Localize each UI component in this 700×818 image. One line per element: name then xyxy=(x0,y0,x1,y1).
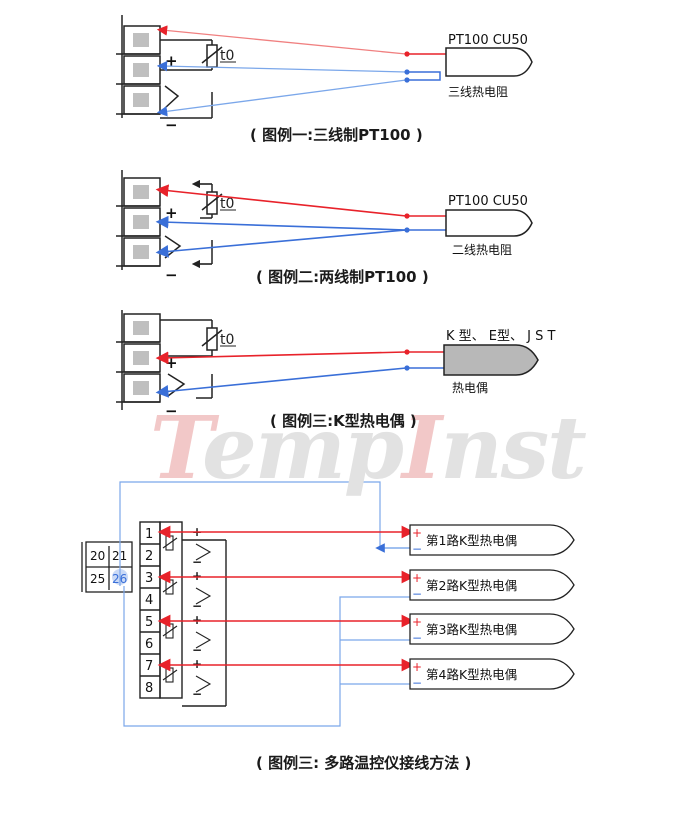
sensor-dot-blue xyxy=(404,365,410,371)
figure-1-caption: ( 图例一:三线制PT100 ) xyxy=(250,126,423,144)
terminal-number: 2 xyxy=(145,549,153,564)
figure-1-three-wire-pt100: t0 + − xyxy=(116,15,533,134)
plus-sign: + xyxy=(192,569,202,583)
thermocouple-probe-1 xyxy=(409,524,575,556)
plus-sign: + xyxy=(165,52,178,70)
brand-watermark: TempInst xyxy=(150,398,587,499)
figure-4-multichannel: 20 21 25 26 xyxy=(81,481,575,727)
probe-plus: + xyxy=(412,526,422,540)
terminal-number: 1 xyxy=(145,527,153,542)
plus-sign: + xyxy=(192,613,202,627)
probe-plus: + xyxy=(412,571,422,585)
t0-label: t0 xyxy=(220,196,234,212)
sensor-dot-blue xyxy=(404,69,410,75)
sensor-dot-blue xyxy=(404,227,410,233)
sensor-type-label: PT100 CU50 xyxy=(448,194,528,209)
minus-sign: − xyxy=(165,266,178,284)
sensor-name-label: 三线热电阻 xyxy=(448,85,508,99)
probe-plus: + xyxy=(412,660,422,674)
probe-minus: − xyxy=(412,676,422,690)
sensor-dot-blue xyxy=(404,77,410,83)
plus-sign: + xyxy=(192,657,202,671)
figure-3-caption: ( 图例三:K型热电偶 ) xyxy=(270,412,417,430)
probe-minus: − xyxy=(412,542,422,556)
t0-label: t0 xyxy=(220,332,234,348)
terminal-screw xyxy=(133,63,149,77)
thermocouple-probe-4 xyxy=(409,658,575,690)
sensor-dot-red xyxy=(404,213,410,219)
terminal-number: 5 xyxy=(145,615,153,630)
minus-sign: − xyxy=(165,402,178,420)
minus-sign: − xyxy=(192,599,202,613)
main-terminal-block xyxy=(139,521,227,707)
terminal-number: 8 xyxy=(145,681,153,696)
terminal-number: 6 xyxy=(145,637,153,652)
plus-sign: + xyxy=(165,354,178,372)
sensor-type-label: PT100 CU50 xyxy=(448,33,528,48)
channel-shield-wires xyxy=(119,481,410,727)
thermocouple-probe-2 xyxy=(409,569,575,601)
terminal-block xyxy=(116,15,161,118)
blue-wire xyxy=(155,215,407,231)
probe-minus: − xyxy=(412,631,422,645)
sensor-type-label: K 型、 E型、 J S T xyxy=(446,329,555,344)
blue-wire xyxy=(156,79,407,117)
minus-sign: − xyxy=(165,116,178,134)
thermocouple-probe-3 xyxy=(409,613,575,645)
terminal-number: 4 xyxy=(145,593,153,608)
channel-label: 第4路K型热电偶 xyxy=(426,667,517,682)
sensor-name-label: 热电偶 xyxy=(452,381,488,395)
minus-sign: − xyxy=(192,555,202,569)
figure-2-caption: ( 图例二:两线制PT100 ) xyxy=(256,268,429,286)
blue-wire xyxy=(155,367,407,398)
rtd-probe xyxy=(445,209,533,237)
internal-tc-circuit xyxy=(160,319,223,399)
terminal-screw xyxy=(133,245,149,259)
sensor-dot-red xyxy=(404,349,410,355)
figure-2-two-wire-pt100: t0 + − xyxy=(116,170,533,284)
channel-label: 第3路K型热电偶 xyxy=(426,622,517,637)
terminal-screw xyxy=(133,93,149,107)
thermocouple-probe xyxy=(443,344,539,376)
terminal-number: 7 xyxy=(145,659,153,674)
probe-plus: + xyxy=(412,615,422,629)
figure-3-k-thermocouple: t0 + − xyxy=(116,310,539,420)
terminal-screw xyxy=(133,321,149,335)
channel-internal-circuits xyxy=(162,535,212,693)
blue-wire xyxy=(155,229,407,258)
terminal-screw xyxy=(133,215,149,229)
terminal-screw xyxy=(133,381,149,395)
channel-label: 第1路K型热电偶 xyxy=(426,533,517,548)
aux-terminal-label: 25 xyxy=(90,572,105,586)
terminal-screw xyxy=(133,33,149,47)
figure-4-caption: ( 图例三: 多路温控仪接线方法 ) xyxy=(256,754,472,772)
sensor-dot-red xyxy=(404,51,410,57)
terminal-number: 3 xyxy=(145,571,153,586)
red-wire xyxy=(155,184,407,217)
channel-label: 第2路K型热电偶 xyxy=(426,578,517,593)
t0-label: t0 xyxy=(220,48,234,64)
aux-terminal-box xyxy=(81,541,133,593)
sensor-name-label: 二线热电阻 xyxy=(452,243,512,257)
terminal-screw xyxy=(133,351,149,365)
red-wire xyxy=(155,351,407,365)
blue-wire xyxy=(156,60,407,73)
aux-terminal-label: 20 xyxy=(90,549,105,563)
minus-sign: − xyxy=(192,643,202,657)
red-wire xyxy=(156,25,407,55)
sensor-lead xyxy=(408,71,441,81)
rtd-probe xyxy=(445,47,533,77)
terminal-screw xyxy=(133,185,149,199)
minus-sign: − xyxy=(192,687,202,701)
probe-minus: − xyxy=(412,587,422,601)
plus-sign: + xyxy=(165,204,178,222)
